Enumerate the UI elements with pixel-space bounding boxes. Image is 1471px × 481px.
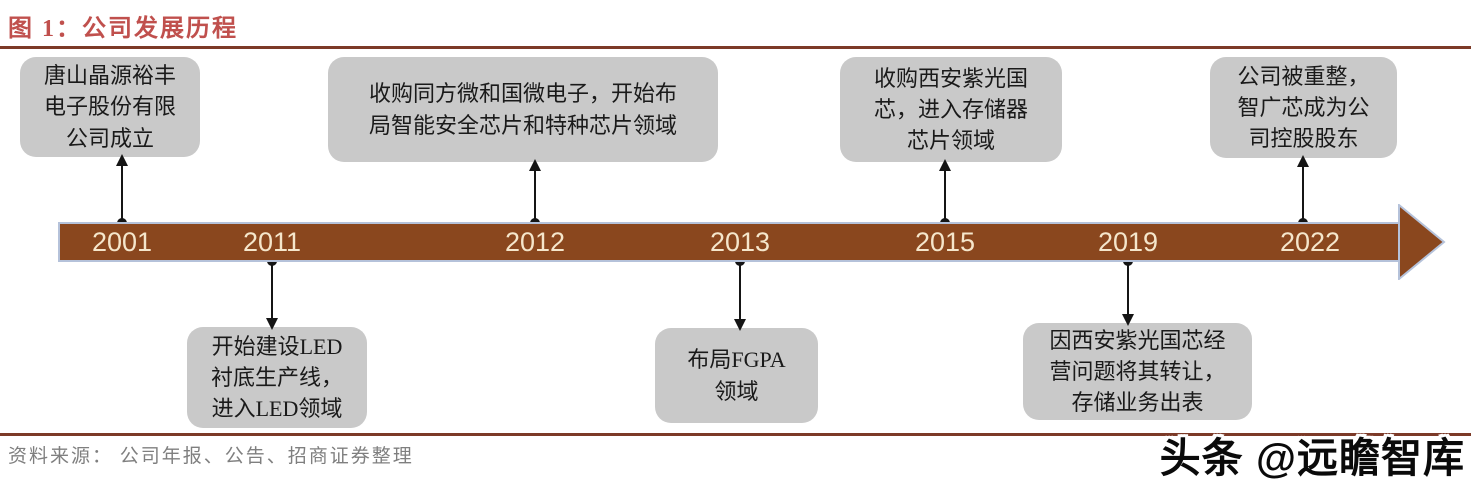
source-divider	[0, 433, 1471, 436]
arrowhead-up-icon	[529, 159, 541, 171]
watermark: 头条 @远瞻智库	[1159, 435, 1465, 481]
year-label-2019: 2019	[1097, 227, 1159, 257]
arrowhead-up-icon	[116, 154, 128, 166]
event-box-2013: 布局FGPA 领域	[655, 328, 818, 423]
event-text-2019: 因西安紫光国芯经 营问题将其转让， 存储业务出表	[1049, 327, 1226, 416]
connector-2013	[734, 256, 746, 331]
event-text-2015: 收购西安紫光国 芯，进入存储器 芯片领域	[873, 65, 1028, 154]
event-text-2012: 收购同方微和国微电子，开始布 局智能安全芯片和特种芯片领域	[368, 81, 677, 138]
year-label-2013: 2013	[709, 227, 771, 257]
event-box-2012: 收购同方微和国微电子，开始布 局智能安全芯片和特种芯片领域	[328, 57, 718, 162]
event-text-2013: 布局FGPA 领域	[687, 347, 786, 404]
connector-2001	[116, 154, 128, 228]
arrowhead-up-icon	[1297, 155, 1309, 167]
year-label-2022: 2022	[1279, 227, 1341, 257]
event-box-2011: 开始建设LED 衬底生产线， 进入LED领域	[187, 327, 367, 428]
event-text-2001: 唐山晶源裕丰 电子股份有限 公司成立	[43, 63, 176, 151]
figure-title: 图 1：公司发展历程	[8, 16, 238, 42]
arrowhead-down-icon	[1122, 314, 1134, 326]
timeline-arrowhead-icon	[1398, 204, 1446, 280]
connector-2015	[939, 159, 951, 228]
connector-2012	[529, 159, 541, 228]
title-underline	[0, 46, 1471, 49]
year-label-2012: 2012	[504, 227, 566, 257]
event-box-2019: 因西安紫光国芯经 营问题将其转让， 存储业务出表	[1023, 323, 1252, 420]
event-box-2022: 公司被重整， 智广芯成为公 司控股股东	[1210, 57, 1397, 158]
year-label-2011: 2011	[242, 227, 302, 257]
source-text: 资料来源： 公司年报、公告、招商证券整理	[8, 446, 414, 467]
connector-2019	[1122, 256, 1134, 326]
connector-2022	[1297, 155, 1309, 228]
arrowhead-down-icon	[734, 319, 746, 331]
arrowhead-up-icon	[939, 159, 951, 171]
connector-2011	[266, 256, 278, 330]
event-text-2011: 开始建设LED 衬底生产线， 进入LED领域	[210, 333, 343, 422]
timeline-bar: 2001 2011 2012 2013 2015 2019 2022	[58, 222, 1400, 262]
event-box-2015: 收购西安紫光国 芯，进入存储器 芯片领域	[840, 57, 1062, 162]
arrowhead-down-icon	[266, 318, 278, 330]
event-box-2001: 唐山晶源裕丰 电子股份有限 公司成立	[20, 57, 200, 157]
event-text-2022: 公司被重整， 智广芯成为公 司控股股东	[1237, 63, 1370, 152]
year-label-2015: 2015	[914, 227, 976, 257]
year-label-2001: 2001	[91, 227, 153, 257]
